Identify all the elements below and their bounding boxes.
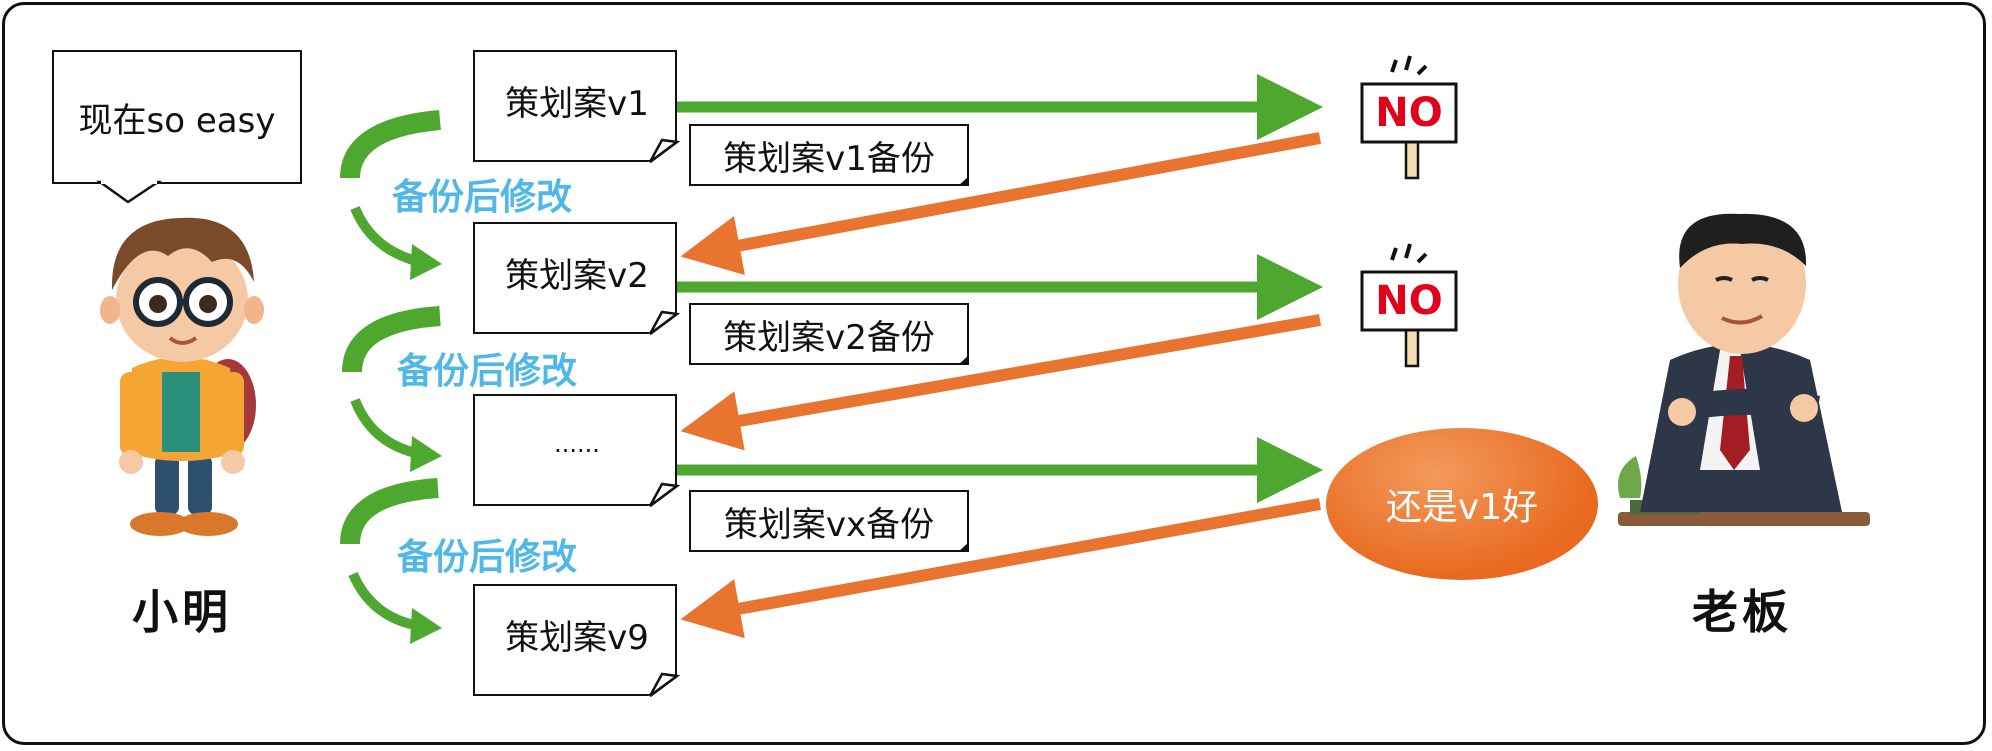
backup-label: 策划案v1备份 [723, 138, 935, 179]
modify-label-1: 备份后修改 [392, 177, 573, 218]
boss-name: 老板 [1692, 585, 1792, 639]
approval-oval: 还是v1好 [1326, 428, 1598, 580]
plan-doc-label: ...... [554, 430, 600, 458]
plan-doc-ellipsis: ...... [473, 394, 677, 506]
curved-arrow-3 [340, 478, 442, 644]
no-sign-2-text: NO [1375, 278, 1443, 324]
speech-bubble-text: 现在so easy [78, 100, 276, 141]
no-sign-1-text: NO [1375, 90, 1443, 136]
curved-arrow-1 [340, 110, 442, 280]
approval-oval-text: 还是v1好 [1385, 487, 1539, 528]
plan-doc-label: 策划案v1 [505, 83, 649, 124]
plan-doc-v1: 策划案v1 [473, 50, 677, 162]
modify-label-2: 备份后修改 [397, 351, 578, 392]
backup-label: 策划案vx备份 [723, 504, 935, 545]
plan-doc-v9: 策划案v9 [473, 584, 677, 696]
backup-box-v1: 策划案v1备份 [689, 124, 969, 186]
reject-arrow-3 [680, 498, 1322, 639]
backup-box-vx: 策划案vx备份 [689, 490, 969, 552]
plan-doc-v2: 策划案v2 [473, 222, 677, 334]
curved-arrow-2 [342, 306, 442, 472]
backup-label: 策划案v2备份 [723, 317, 935, 358]
backup-box-v2: 策划案v2备份 [689, 303, 969, 365]
plan-doc-label: 策划案v9 [505, 617, 649, 658]
speech-bubble: 现在so easy [52, 50, 302, 184]
plan-doc-label: 策划案v2 [505, 255, 649, 296]
reject-arrow-1 [680, 132, 1322, 276]
modify-label-3: 备份后修改 [397, 537, 578, 578]
xiaoming-name: 小明 [132, 585, 232, 639]
reject-arrow-2 [680, 314, 1322, 451]
